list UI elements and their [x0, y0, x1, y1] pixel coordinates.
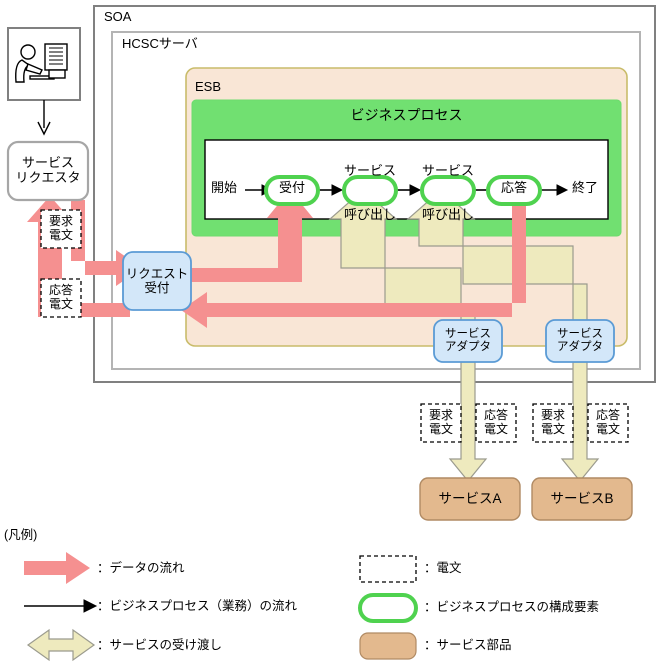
message-label-response-A-line2: 電文: [483, 422, 508, 436]
legend-item-bp-element-label: ：ビジネスプロセスの構成要素: [424, 600, 600, 614]
process-node-2: [342, 175, 398, 206]
service-part-B-box: [531, 477, 633, 521]
service-requester-label-line1: サービス: [21, 155, 74, 171]
legend-title: (凡例): [4, 528, 38, 542]
legend-item-message-label: ：電文: [424, 561, 462, 575]
legend-red-arrow-icon: [24, 552, 90, 584]
message-label-response-left: 応答 電文: [41, 279, 81, 317]
message-box-response-left: [40, 278, 82, 318]
service-requester-label: サービス リクエスタ: [8, 142, 88, 200]
message-dashed-boxes: [40, 209, 629, 443]
process-node-3-caption-line2: 呼び出し: [421, 206, 474, 222]
process-node-3: [420, 175, 476, 206]
person-at-computer-icon: [15, 43, 68, 83]
request-reception-label-line1: リクエスト: [125, 266, 189, 281]
message-label-response-A: 応答 電文: [476, 404, 516, 442]
service-adapter-1-label-line1: サービス: [445, 327, 491, 340]
user-icon-box: [7, 27, 81, 101]
legend-black-arrow-icon: [24, 599, 98, 613]
message-label-request-left-line2: 電文: [48, 228, 73, 242]
khaki-arrow-adapter1-to-serviceA: [448, 361, 488, 482]
legend-tan-rounded-icon: [359, 632, 417, 660]
soa-label: SOA: [104, 9, 132, 24]
khaki-arrow-adapter2-to-serviceB: [560, 361, 600, 482]
request-reception-label: リクエスト 受付: [123, 252, 191, 310]
message-label-response-B: 応答 電文: [588, 404, 628, 442]
service-adapter-1-label: サービス アダプタ: [434, 320, 502, 362]
service-adapter-1-label-line2: アダプタ: [445, 341, 491, 353]
process-node-3-caption-line1: サービス: [421, 163, 474, 179]
service-adapter-2-label-line1: サービス: [557, 327, 603, 340]
service-adapter-2-box: [545, 319, 615, 363]
message-label-request-A-line1: 要求: [428, 408, 453, 423]
esb-label: ESB: [195, 79, 222, 94]
message-box-request-B: [532, 403, 574, 443]
legend-item-service-handoff-label: ：サービスの受け渡し: [97, 638, 223, 652]
process-node-1-caption-line1: 受付: [278, 180, 305, 196]
message-box-request-left: [40, 209, 82, 249]
request-reception-label-line2: 受付: [144, 281, 170, 295]
service-adapter-2-label: サービス アダプタ: [546, 320, 614, 362]
legend-khaki-double-arrow-icon: [26, 628, 96, 662]
red-arrow-reception-to-node1: [184, 190, 313, 282]
request-reception-box: [122, 251, 192, 311]
service-adapter-2-label-line2: アダプタ: [557, 341, 603, 353]
message-box-request-A: [420, 403, 462, 443]
process-nodes: [264, 175, 542, 206]
process-node-3-caption: サービス 呼び出し: [414, 135, 482, 251]
message-box-response-B: [587, 403, 629, 443]
message-label-request-A-line2: 電文: [428, 422, 453, 436]
message-label-response-B-line1: 応答: [595, 408, 620, 423]
message-label-request-B-line1: 要求: [540, 408, 565, 423]
process-node-1-caption: 受付: [262, 152, 322, 225]
process-node-2-caption-line1: サービス: [343, 163, 396, 179]
process-node-4: [486, 175, 542, 206]
process-node-4-caption-line1: 応答: [500, 180, 527, 196]
hcsc-label: HCSCサーバ: [122, 36, 198, 51]
legend-item-service-part-label: ：サービス部品: [424, 638, 512, 652]
message-label-request-left-line1: 要求: [48, 214, 73, 229]
message-label-request-B: 要求 電文: [533, 404, 573, 442]
service-requester-label-line2: リクエスタ: [15, 170, 81, 185]
service-part-A-label: サービスA: [438, 491, 502, 507]
service-adapter-1-box: [433, 319, 503, 363]
legend-item-data-flow-label: ：データの流れ: [97, 561, 185, 575]
message-label-response-left-line2: 電文: [48, 297, 73, 311]
process-end-label: 終了: [572, 180, 599, 195]
red-arrow-node4-to-reception: [181, 190, 526, 328]
service-part-B-label: サービスB: [550, 491, 614, 507]
business-process-label: ビジネスプロセス: [350, 107, 463, 123]
legend-item-process-flow-label: ：ビジネスプロセス（業務）の流れ: [97, 599, 298, 613]
process-node-2-caption: サービス 呼び出し: [336, 135, 404, 251]
message-label-request-left: 要求 電文: [41, 210, 81, 248]
service-part-A-box: [419, 477, 521, 521]
user-to-requester-connector: [37, 100, 51, 136]
legend-green-rounded-icon: [358, 593, 418, 623]
message-label-request-B-line2: 電文: [540, 422, 565, 436]
message-label-request-A: 要求 電文: [421, 404, 461, 442]
legend-dashed-rect-icon: [359, 555, 417, 583]
message-label-response-A-line1: 応答: [483, 408, 508, 423]
process-node-4-caption: 応答: [484, 152, 544, 225]
message-label-response-left-line1: 応答: [48, 283, 73, 298]
message-label-response-B-line2: 電文: [595, 422, 620, 436]
service-requester-box: [6, 140, 90, 202]
process-start-label: 開始: [211, 180, 238, 195]
process-node-2-caption-line2: 呼び出し: [343, 206, 396, 222]
process-node-1: [264, 175, 320, 206]
message-box-response-A: [475, 403, 517, 443]
